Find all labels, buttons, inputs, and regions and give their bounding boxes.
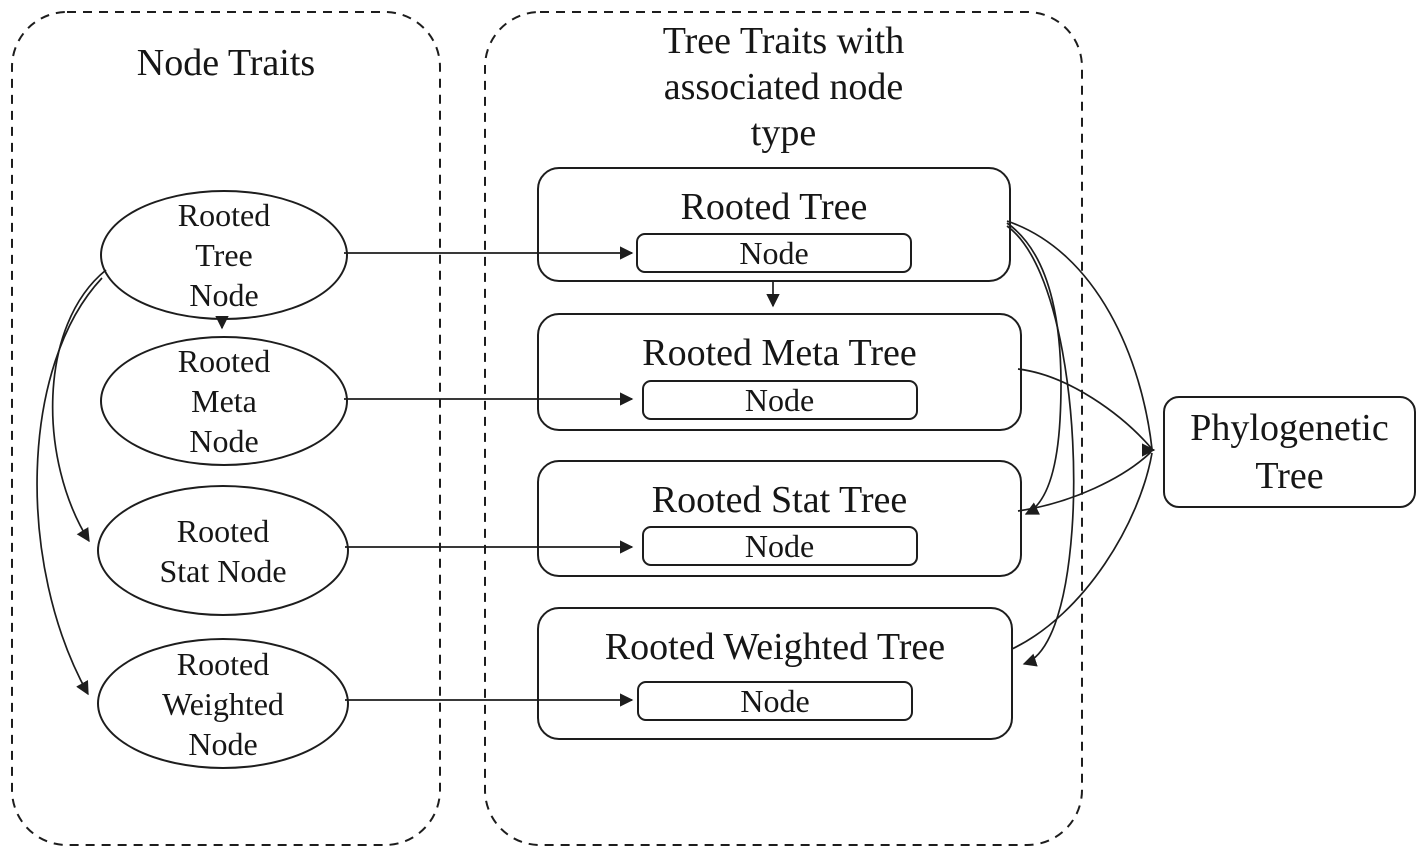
trait-ellipse-rooted-weighted-node: Rooted Weighted Node bbox=[97, 638, 349, 769]
edge-rooted-tree-to-rooted-weighted-tree bbox=[1006, 225, 1075, 667]
trait-ellipse-rooted-meta-node: Rooted Meta Node bbox=[100, 336, 348, 466]
trait-box-title: Rooted Weighted Tree bbox=[604, 626, 946, 668]
trait-box-title: Rooted Tree bbox=[680, 186, 868, 228]
trait-ellipse-label: Rooted Stat Node bbox=[159, 512, 287, 589]
trait-ellipse-rooted-tree-node: Rooted Tree Node bbox=[100, 190, 348, 320]
trait-box-rooted-tree: Rooted Tree Node bbox=[537, 167, 1011, 282]
edge-rooted-weighted-tree-to-phylogenetic-tree bbox=[1011, 452, 1153, 650]
node-chip-label: Node bbox=[744, 528, 815, 564]
node-chip: Node bbox=[641, 526, 918, 566]
trait-box-rooted-meta-tree: Rooted Meta Tree Node bbox=[537, 313, 1022, 431]
trait-box-rooted-stat-tree: Rooted Stat Tree Node bbox=[537, 460, 1022, 577]
trait-ellipse-rooted-stat-node: Rooted Stat Node bbox=[97, 485, 349, 616]
edge-rooted-stat-tree-to-phylogenetic-tree bbox=[1017, 451, 1152, 512]
trait-box-title: Rooted Stat Tree bbox=[651, 479, 908, 521]
node-chip: Node bbox=[637, 681, 913, 721]
node-chip-label: Node bbox=[744, 382, 815, 418]
group-node-traits-title: Node Traits bbox=[136, 42, 316, 84]
trait-box-title: Rooted Meta Tree bbox=[642, 332, 917, 374]
phylogenetic-tree-box: Phylogenetic Tree bbox=[1163, 396, 1416, 508]
node-chip: Node bbox=[636, 233, 912, 273]
node-chip-label: Node bbox=[739, 235, 809, 271]
edge-tree-node-to-weighted-node bbox=[36, 277, 103, 696]
trait-box-rooted-weighted-tree: Rooted Weighted Tree Node bbox=[537, 607, 1013, 740]
trait-ellipse-label: Rooted Meta Node bbox=[177, 343, 271, 459]
trait-ellipse-label: Rooted Weighted Node bbox=[162, 645, 284, 762]
edge-tree-node-to-stat-node bbox=[51, 269, 107, 543]
node-chip-label: Node bbox=[740, 683, 810, 719]
group-tree-traits-title: Tree Traits with associated node type bbox=[662, 20, 905, 154]
phylogenetic-tree-label: Phylogenetic Tree bbox=[1190, 407, 1389, 497]
trait-ellipse-label: Rooted Tree Node bbox=[177, 197, 271, 313]
edge-rooted-meta-tree-to-phylogenetic-tree bbox=[1017, 368, 1153, 450]
node-chip: Node bbox=[641, 380, 918, 420]
edge-rooted-tree-to-phylogenetic-tree bbox=[1006, 220, 1153, 450]
